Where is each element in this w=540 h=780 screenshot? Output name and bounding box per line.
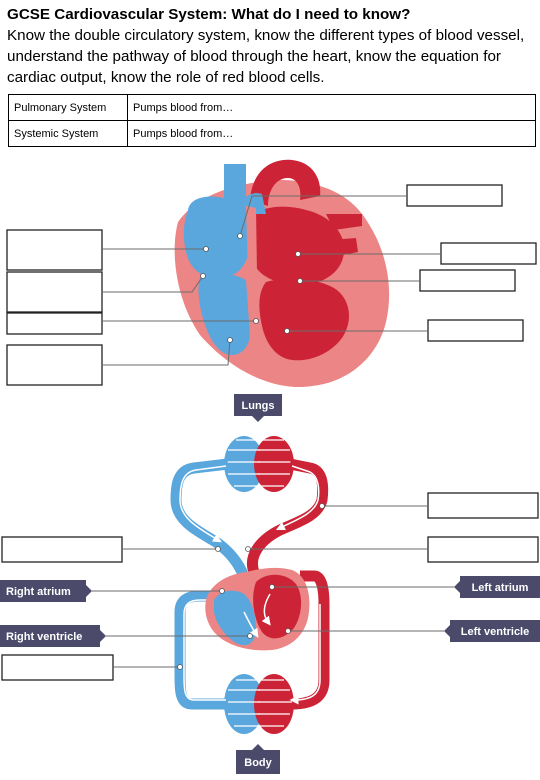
leader-dot [237, 233, 243, 239]
leader-line [239, 195, 407, 237]
right-ventricle-label: Right ventricle [6, 631, 82, 643]
circulation-leader-lines [92, 505, 454, 668]
circulation-blank-label-box[interactable] [1, 654, 114, 681]
leader-dot [253, 318, 259, 324]
circulation-blank-label-box[interactable] [427, 536, 539, 563]
pulmonary-vein [330, 238, 358, 256]
heart-leader-dots [200, 233, 303, 343]
left-atrium-label: Left atrium [472, 582, 529, 594]
septum [246, 206, 258, 344]
system-description-cell[interactable]: Pumps blood from… [127, 120, 536, 147]
heart-blank-label-box[interactable] [440, 242, 537, 265]
oxygenated-flow-arrows [275, 465, 321, 705]
heart-blank-label-box[interactable] [6, 312, 103, 335]
left-ventricle-label: Left ventricle [461, 626, 529, 638]
left-ventricle-tag: Left ventricle [444, 620, 540, 642]
oxygenated-vessels [247, 458, 330, 710]
deoxygenated-flow-arrows [179, 465, 227, 701]
double-circulation-diagram: Lungs [0, 394, 540, 774]
system-name-cell: Systemic System [8, 120, 128, 147]
leader-line [102, 339, 231, 366]
left-ventricle-chamber [259, 278, 349, 361]
left-atrium-chamber [248, 206, 345, 285]
pulmonary-vein [326, 214, 362, 230]
leader-dot [203, 246, 209, 252]
leader-dot [284, 328, 290, 334]
circulation-blank-label-box[interactable] [1, 536, 123, 563]
pulmonary-vein-vessel [247, 458, 329, 574]
pulmonary-artery-vessel [170, 458, 254, 601]
leader-line [102, 275, 204, 293]
aorta-vessel [291, 570, 330, 710]
heart-blank-label-box[interactable] [427, 319, 524, 342]
heart-blank-label-box[interactable] [419, 269, 516, 292]
heart-blank-label-box[interactable] [6, 271, 103, 313]
vena-cava-vessel [174, 590, 228, 710]
table-row: Systemic System Pumps blood from… [8, 120, 536, 147]
right-atrium-chamber [183, 196, 250, 279]
right-ventricle-tag: Right ventricle [0, 625, 106, 647]
right-ventricle-chamber [198, 273, 250, 356]
heart-blank-label-box[interactable] [6, 229, 103, 271]
right-atrium-tag: Right atrium [0, 580, 92, 602]
small-heart-right [214, 590, 256, 646]
lung-capillaries [224, 436, 294, 492]
system-name-cell: Pulmonary System [8, 94, 128, 121]
leader-dot [200, 273, 206, 279]
worksheet-header: GCSE Cardiovascular System: What do I ne… [7, 4, 535, 88]
worksheet-intro: Know the double circulatory system, know… [7, 27, 525, 86]
heart-blank-label-box[interactable] [406, 184, 503, 207]
lungs-label: Lungs [242, 400, 275, 412]
heart-blank-label-box[interactable] [6, 344, 103, 386]
lungs-tag: Lungs [234, 394, 282, 422]
leader-dot [295, 251, 301, 257]
left-atrium-tag: Left atrium [454, 576, 540, 598]
deoxygenated-vessels [170, 458, 254, 710]
aorta [250, 159, 321, 206]
circulation-heart [205, 567, 310, 651]
right-atrium-label: Right atrium [6, 586, 71, 598]
leader-dot [297, 278, 303, 284]
heart-leader-lines [102, 195, 441, 366]
body-capillaries [224, 674, 294, 734]
worksheet-title: GCSE Cardiovascular System: What do I ne… [7, 6, 411, 23]
heart-diagram [174, 159, 390, 388]
heart-label-boxes [6, 184, 537, 386]
circulatory-system-table: Pulmonary System Pumps blood from… Syste… [8, 94, 536, 147]
circulation-blank-label-box[interactable] [427, 492, 539, 519]
leader-dot [227, 337, 233, 343]
circulation-leader-dots [177, 503, 325, 670]
body-label: Body [244, 757, 272, 769]
body-tag: Body [236, 744, 280, 774]
